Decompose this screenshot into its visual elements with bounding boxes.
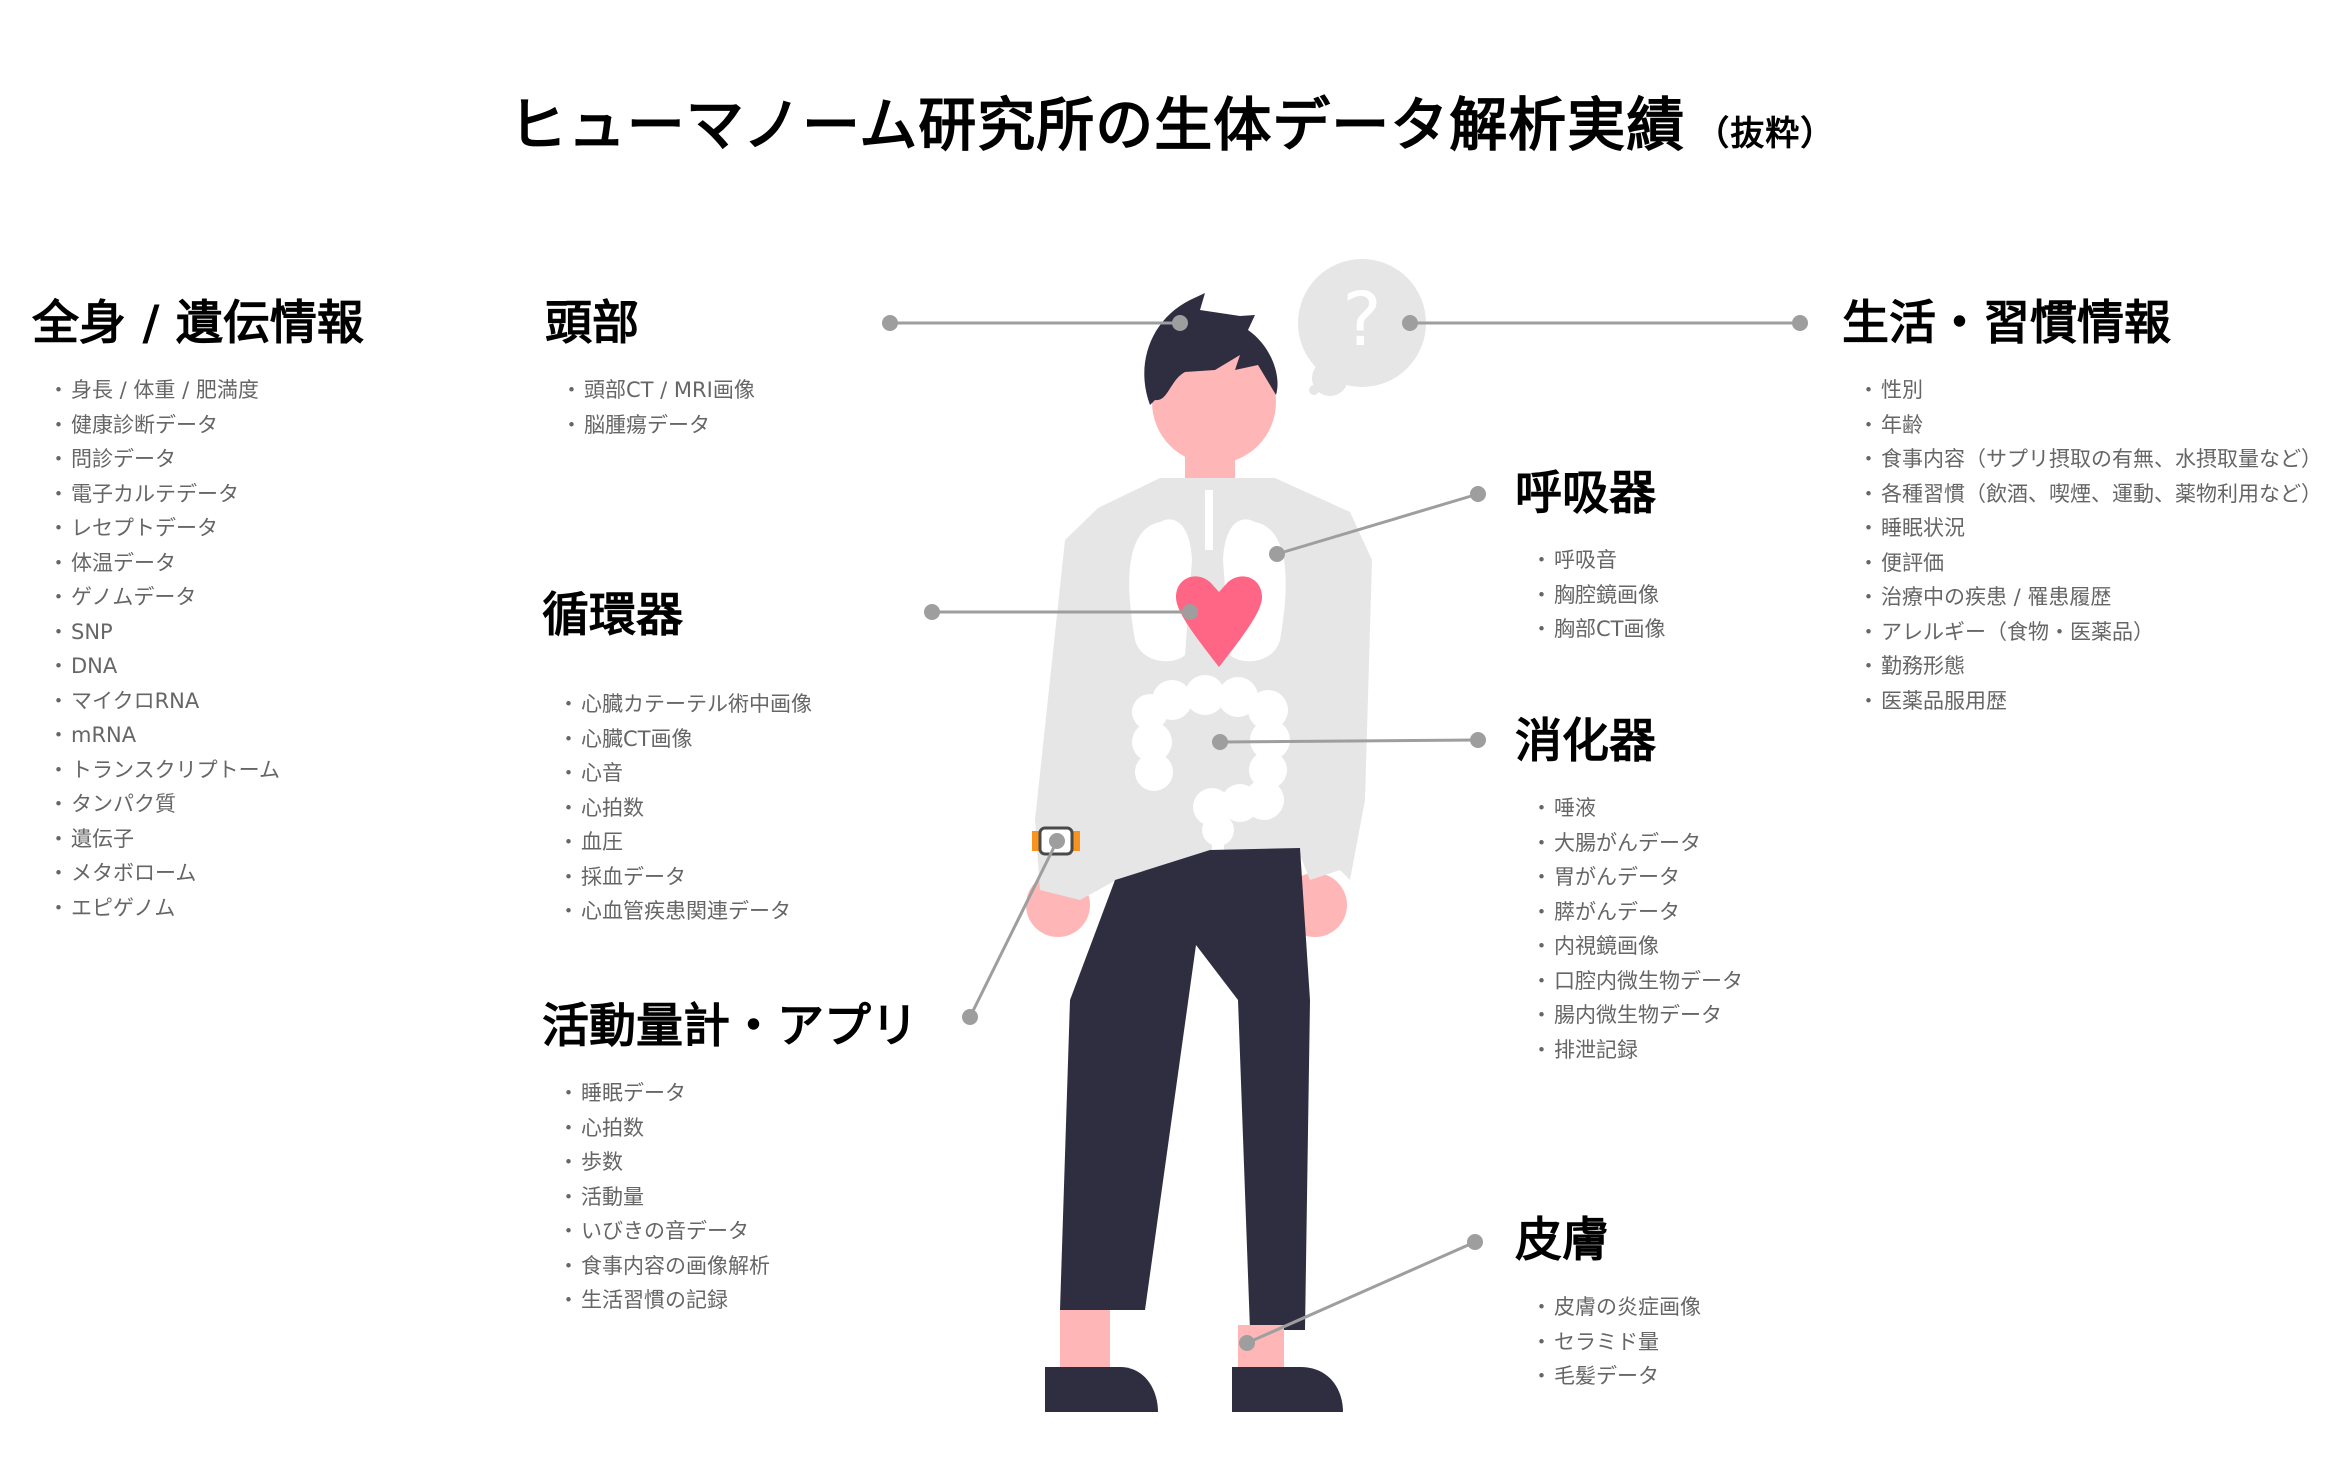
list-item: 便評価 bbox=[1858, 546, 2322, 581]
section-respiratory: 呼吸器 呼吸音胸腔鏡画像胸部CT画像 bbox=[1515, 470, 1666, 647]
thought-bubble-icon: ? bbox=[1298, 259, 1426, 396]
list-item: 胸腔鏡画像 bbox=[1531, 578, 1666, 613]
section-whole-body-genetic: 全身 / 遺伝情報 身長 / 体重 / 肥満度健康診断データ問診データ電子カルテ… bbox=[32, 300, 364, 925]
section-heading: 皮膚 bbox=[1515, 1213, 1609, 1268]
list-item: 勤務形態 bbox=[1858, 649, 2322, 684]
list-item: 年齢 bbox=[1858, 408, 2322, 443]
list-item: メタボローム bbox=[48, 856, 364, 891]
section-lifestyle-habits: 生活・習慣情報 性別年齢食事内容（サプリ摂取の有無、水摂取量など）各種習慣（飲酒… bbox=[1842, 300, 2322, 718]
list-item: 採血データ bbox=[558, 860, 812, 895]
list-item: 健康診断データ bbox=[48, 408, 364, 443]
section-heading: 頭部 bbox=[545, 296, 639, 351]
question-mark-icon: ? bbox=[1342, 277, 1381, 363]
list-item: 毛髪データ bbox=[1531, 1359, 1701, 1394]
list-item: 活動量 bbox=[558, 1180, 918, 1215]
section-heading: 全身 / 遺伝情報 bbox=[32, 296, 364, 351]
list-item: 身長 / 体重 / 肥満度 bbox=[48, 373, 364, 408]
list-item: 膵がんデータ bbox=[1531, 895, 1743, 930]
list-item: エピゲノム bbox=[48, 891, 364, 926]
list-item: 大腸がんデータ bbox=[1531, 826, 1743, 861]
intestines-icon bbox=[1132, 675, 1290, 853]
item-list: 身長 / 体重 / 肥満度健康診断データ問診データ電子カルテデータレセプトデータ… bbox=[32, 373, 364, 925]
item-list: 頭部CT / MRI画像脳腫瘍データ bbox=[545, 373, 755, 442]
list-item: 治療中の疾患 / 罹患履歴 bbox=[1858, 580, 2322, 615]
item-list: 心臓カテーテル術中画像心臓CT画像心音心拍数血圧採血データ心血管疾患関連データ bbox=[542, 687, 812, 929]
list-item: 食事内容の画像解析 bbox=[558, 1249, 918, 1284]
list-item: ゲノムデータ bbox=[48, 580, 364, 615]
section-heading: 生活・習慣情報 bbox=[1842, 296, 2171, 351]
list-item: SNP bbox=[48, 615, 364, 650]
list-item: 胃がんデータ bbox=[1531, 860, 1743, 895]
item-list: 皮膚の炎症画像セラミド量毛髪データ bbox=[1515, 1290, 1701, 1394]
section-skin: 皮膚 皮膚の炎症画像セラミド量毛髪データ bbox=[1515, 1217, 1701, 1394]
list-item: 遺伝子 bbox=[48, 822, 364, 857]
list-item: 性別 bbox=[1858, 373, 2322, 408]
list-item: 心拍数 bbox=[558, 791, 812, 826]
section-heading: 呼吸器 bbox=[1515, 466, 1656, 521]
list-item: 電子カルテデータ bbox=[48, 477, 364, 512]
list-item: 腸内微生物データ bbox=[1531, 998, 1743, 1033]
title-main: ヒューマノーム研究所の生体データ解析実績 bbox=[508, 91, 1686, 159]
list-item: 頭部CT / MRI画像 bbox=[561, 373, 755, 408]
list-item: 胸部CT画像 bbox=[1531, 612, 1666, 647]
list-item: マイクロRNA bbox=[48, 684, 364, 719]
list-item: 心臓CT画像 bbox=[558, 722, 812, 757]
list-item: mRNA bbox=[48, 718, 364, 753]
section-wearable-apps: 活動量計・アプリ 睡眠データ心拍数歩数活動量いびきの音データ食事内容の画像解析生… bbox=[542, 1003, 918, 1318]
list-item: 心音 bbox=[558, 756, 812, 791]
list-item: 生活習慣の記録 bbox=[558, 1283, 918, 1318]
item-list: 呼吸音胸腔鏡画像胸部CT画像 bbox=[1515, 543, 1666, 647]
list-item: アレルギー（食物・医薬品） bbox=[1858, 615, 2322, 650]
list-item: 内視鏡画像 bbox=[1531, 929, 1743, 964]
list-item: 歩数 bbox=[558, 1145, 918, 1180]
heart-icon bbox=[1176, 576, 1262, 667]
title-sub: （抜粋） bbox=[1695, 114, 1836, 154]
section-heading: 循環器 bbox=[542, 588, 683, 643]
list-item: レセプトデータ bbox=[48, 511, 364, 546]
item-list: 睡眠データ心拍数歩数活動量いびきの音データ食事内容の画像解析生活習慣の記録 bbox=[542, 1076, 918, 1318]
list-item: 心臓カテーテル術中画像 bbox=[558, 687, 812, 722]
list-item: いびきの音データ bbox=[558, 1214, 918, 1249]
item-list: 性別年齢食事内容（サプリ摂取の有無、水摂取量など）各種習慣（飲酒、喫煙、運動、薬… bbox=[1842, 373, 2322, 718]
list-item: 心拍数 bbox=[558, 1111, 918, 1146]
list-item: トランスクリプトーム bbox=[48, 753, 364, 788]
list-item: 各種習慣（飲酒、喫煙、運動、薬物利用など） bbox=[1858, 477, 2322, 512]
list-item: タンパク質 bbox=[48, 787, 364, 822]
item-list: 唾液大腸がんデータ胃がんデータ膵がんデータ内視鏡画像口腔内微生物データ腸内微生物… bbox=[1515, 791, 1743, 1067]
list-item: 体温データ bbox=[48, 546, 364, 581]
section-digestive: 消化器 唾液大腸がんデータ胃がんデータ膵がんデータ内視鏡画像口腔内微生物データ腸… bbox=[1515, 718, 1743, 1067]
list-item: 口腔内微生物データ bbox=[1531, 964, 1743, 999]
list-item: 皮膚の炎症画像 bbox=[1531, 1290, 1701, 1325]
section-heading: 消化器 bbox=[1515, 714, 1656, 769]
list-item: 呼吸音 bbox=[1531, 543, 1666, 578]
page-title: ヒューマノーム研究所の生体データ解析実績（抜粋） bbox=[0, 78, 2344, 162]
list-item: 心血管疾患関連データ bbox=[558, 894, 812, 929]
list-item: 医薬品服用歴 bbox=[1858, 684, 2322, 719]
section-head: 頭部 頭部CT / MRI画像脳腫瘍データ bbox=[545, 300, 755, 442]
section-circulatory: 循環器 心臓カテーテル術中画像心臓CT画像心音心拍数血圧採血データ心血管疾患関連… bbox=[542, 592, 812, 929]
section-heading: 活動量計・アプリ bbox=[542, 999, 918, 1054]
list-item: 食事内容（サプリ摂取の有無、水摂取量など） bbox=[1858, 442, 2322, 477]
list-item: 睡眠データ bbox=[558, 1076, 918, 1111]
list-item: 排泄記録 bbox=[1531, 1033, 1743, 1068]
list-item: 血圧 bbox=[558, 825, 812, 860]
list-item: セラミド量 bbox=[1531, 1325, 1701, 1360]
hair-icon bbox=[1144, 293, 1278, 405]
list-item: 睡眠状況 bbox=[1858, 511, 2322, 546]
list-item: DNA bbox=[48, 649, 364, 684]
list-item: 問診データ bbox=[48, 442, 364, 477]
list-item: 唾液 bbox=[1531, 791, 1743, 826]
list-item: 脳腫瘍データ bbox=[561, 408, 755, 443]
smartwatch-icon bbox=[1032, 826, 1080, 856]
